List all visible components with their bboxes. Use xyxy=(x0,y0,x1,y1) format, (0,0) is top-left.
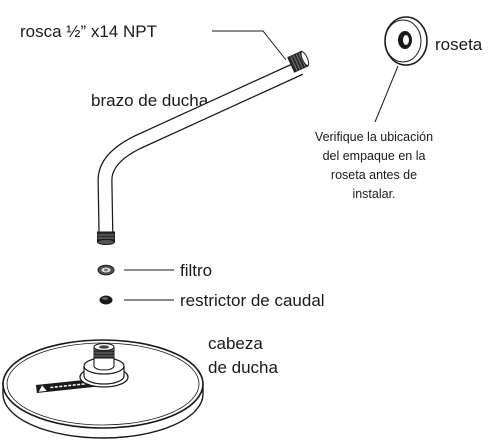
shower-head-part xyxy=(2,339,204,439)
arm-top-thread xyxy=(287,50,310,73)
note-line-2: del empaque en la xyxy=(323,149,426,163)
thread-label: rosca ½” x14 NPT xyxy=(20,22,157,41)
restrictor-part xyxy=(99,295,113,305)
filter-part xyxy=(97,264,115,276)
install-note: Verifique la ubicación del empaque en la… xyxy=(315,130,433,201)
thread-leader-line xyxy=(212,30,287,61)
flange-label: roseta xyxy=(435,35,483,54)
note-line-4: instalar. xyxy=(352,187,395,201)
flange-leader-line xyxy=(374,65,399,123)
head-label-line-1: cabeza xyxy=(208,334,263,353)
restrictor-label: restrictor de caudal xyxy=(180,291,325,310)
head-label-line-2: de ducha xyxy=(208,358,278,377)
note-line-3: roseta antes de xyxy=(331,168,417,182)
shower-arm xyxy=(97,50,310,245)
note-line-1: Verifique la ubicación xyxy=(315,130,433,144)
flange-part xyxy=(384,16,428,66)
arm-bottom-thread xyxy=(97,231,115,245)
filter-label: filtro xyxy=(180,261,212,280)
arm-label: brazo de ducha xyxy=(91,91,209,110)
